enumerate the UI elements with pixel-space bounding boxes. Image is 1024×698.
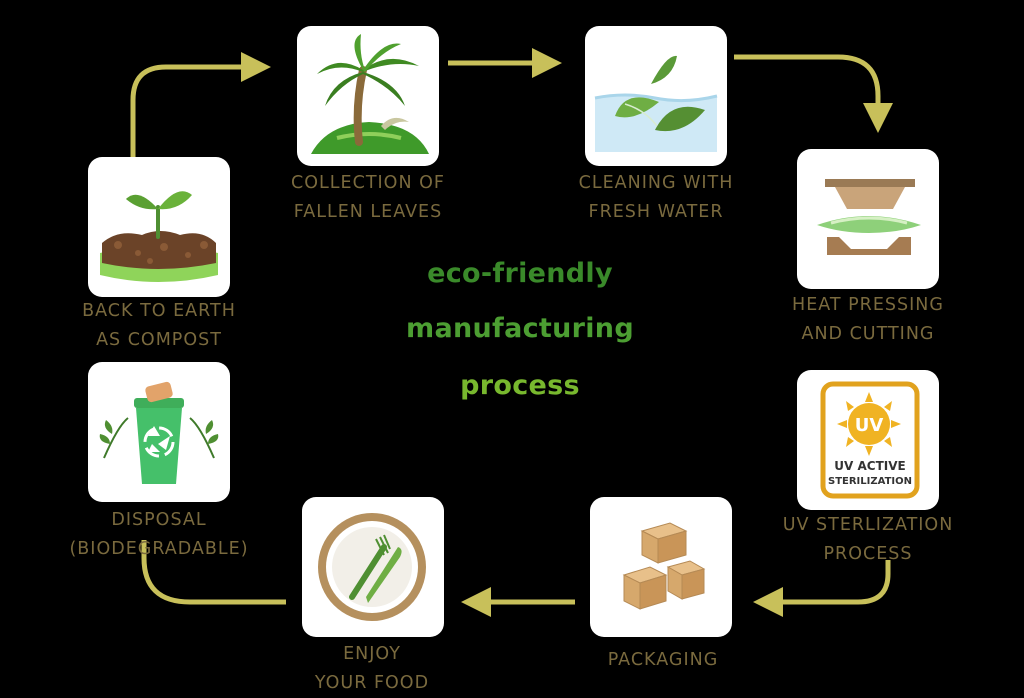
sprout-soil-icon — [100, 191, 218, 282]
uv-badge-line1: UV ACTIVE — [834, 459, 905, 473]
step-card-heat-pressing — [797, 149, 939, 289]
recycle-bin-icon — [99, 381, 219, 484]
step-label-packaging: PACKAGING — [607, 650, 719, 670]
step-card-disposal — [88, 362, 230, 502]
title-line-2: manufacturing — [406, 313, 634, 344]
heat-press-icon — [817, 179, 921, 255]
step-card-compost — [88, 157, 230, 297]
title-line-3: process — [460, 370, 580, 401]
step-card-packaging — [590, 497, 732, 637]
uv-badge-icon: UV UV ACTIVE STERILIZATION — [820, 381, 920, 499]
arrow-sterilization-to-packaging — [752, 560, 891, 617]
plate-fork-knife-icon — [318, 513, 426, 621]
arrow-cleaning-to-pressing — [734, 54, 893, 134]
step-label-disposal: DISPOSAL(BIODEGRADABLE) — [69, 510, 249, 559]
step-card-cleaning — [585, 26, 727, 166]
uv-badge-top-text: UV — [855, 415, 884, 436]
step-card-uv-sterilization: UV UV ACTIVE STERILIZATION — [797, 370, 939, 510]
arrow-food-to-disposal — [141, 540, 286, 605]
uv-badge-line2: STERILIZATION — [828, 476, 912, 487]
arrow-compost-to-collection — [130, 52, 272, 158]
leaves-in-water-icon — [594, 55, 718, 152]
boxes-icon — [622, 522, 706, 610]
title-line-1: eco-friendly — [427, 258, 613, 289]
palm-tree-island-icon — [311, 34, 429, 154]
step-card-collection — [297, 26, 439, 166]
step-card-enjoy-food — [302, 497, 444, 637]
